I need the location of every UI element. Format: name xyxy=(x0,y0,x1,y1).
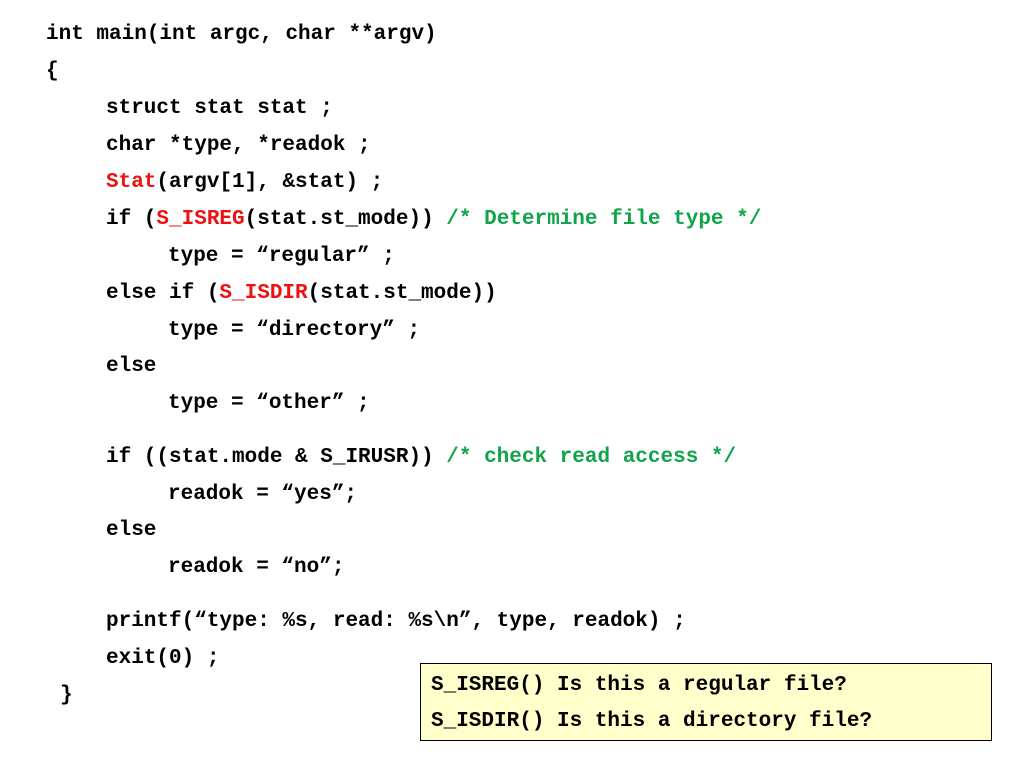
code-line-if-isreg: if (S_ISREG(stat.st_mode)) /* Determine … xyxy=(106,207,761,233)
code-line-type-other: type = “other” ; xyxy=(168,392,370,415)
note-isdir: S_ISDIR() Is this a directory file? xyxy=(431,710,873,733)
if-keyword: if ( xyxy=(106,208,157,231)
code-line-stat-call: Stat(argv[1], &stat) ; xyxy=(106,170,383,196)
code-line-readok-yes: readok = “yes”; xyxy=(168,483,358,506)
code-line-if-irusr: if ((stat.mode & S_IRUSR)) /* check read… xyxy=(106,445,736,471)
note-isreg: S_ISREG() Is this a regular file? xyxy=(431,674,847,697)
code-line-char-decl: char *type, *readok ; xyxy=(106,134,371,157)
else-if-keyword: else if ( xyxy=(106,282,220,305)
code-line-printf: printf(“type: %s, read: %s\n”, type, rea… xyxy=(106,610,686,633)
code-line-exit: exit(0) ; xyxy=(106,647,220,670)
code-line-else-2: else xyxy=(106,519,157,542)
stat-function-name: Stat xyxy=(106,171,157,194)
code-line-type-regular: type = “regular” ; xyxy=(168,245,395,268)
code-line-readok-no: readok = “no”; xyxy=(168,556,345,579)
comment-determine-type: /* Determine file type */ xyxy=(446,208,762,231)
comment-read-access: /* check read access */ xyxy=(446,446,737,469)
macro-note-box: S_ISREG() Is this a regular file? S_ISDI… xyxy=(420,663,992,741)
irusr-condition: if ((stat.mode & S_IRUSR)) xyxy=(106,446,447,469)
isdir-macro: S_ISDIR xyxy=(219,282,308,305)
code-line-struct-decl: struct stat stat ; xyxy=(106,97,333,120)
code-line-main-signature: int main(int argc, char **argv) xyxy=(46,23,437,46)
code-line-else: else xyxy=(106,355,157,378)
code-line-type-directory: type = “directory” ; xyxy=(168,319,421,342)
isreg-args: (stat.st_mode)) xyxy=(244,208,447,231)
isdir-args: (stat.st_mode)) xyxy=(307,282,497,305)
code-line-open-brace: { xyxy=(46,60,59,83)
stat-call-args: (argv[1], &stat) ; xyxy=(156,171,384,194)
isreg-macro: S_ISREG xyxy=(156,208,245,231)
code-line-close-brace: } xyxy=(60,684,73,707)
code-line-else-if-isdir: else if (S_ISDIR(stat.st_mode)) xyxy=(106,281,497,307)
